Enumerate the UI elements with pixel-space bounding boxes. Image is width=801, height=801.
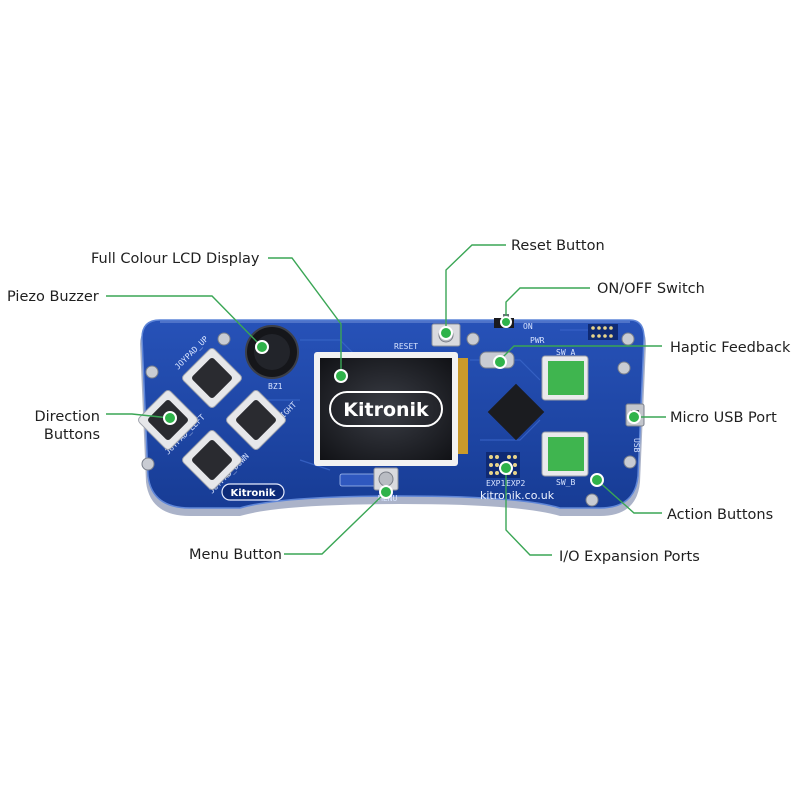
- action-buttons[interactable]: [541, 355, 589, 477]
- silk-usb: USB: [632, 438, 641, 453]
- menu-button[interactable]: [339, 467, 399, 491]
- leader-action: [596, 479, 662, 514]
- label-piezo-buzzer: Piezo Buzzer: [7, 289, 99, 305]
- dpad-right[interactable]: [225, 389, 287, 451]
- silk-exp1: EXP1: [486, 479, 505, 488]
- brand-logo: Kitronik: [221, 483, 285, 501]
- label-reset-button: Reset Button: [511, 238, 605, 254]
- marker-onoff: [500, 316, 512, 328]
- lcd-brand-text: Kitronik: [343, 399, 429, 421]
- dpad-up[interactable]: [181, 347, 243, 409]
- marker-io: [499, 461, 513, 475]
- marker-lcd: [334, 369, 348, 383]
- leader-menu: [284, 491, 387, 555]
- board-website: kitronik.co.uk: [480, 489, 555, 502]
- haptic-feedback-header: [588, 324, 618, 340]
- label-onoff-switch: ON/OFF Switch: [597, 281, 705, 297]
- label-action-buttons: Action Buttons: [667, 507, 773, 523]
- marker-direction: [163, 411, 177, 425]
- leader-io: [505, 468, 552, 556]
- piezo-buzzer: [245, 325, 299, 379]
- marker-usb: [627, 410, 641, 424]
- marker-haptic: [493, 355, 507, 369]
- silk-reset: RESET: [394, 342, 418, 351]
- marker-action: [590, 473, 604, 487]
- callout-labels: Full Colour LCD Display Piezo Buzzer Dir…: [7, 238, 791, 565]
- silk-pwr: PWR: [530, 336, 545, 345]
- label-menu-button: Menu Button: [189, 547, 282, 563]
- silk-sw-b: SW_B: [556, 478, 575, 487]
- lcd-display: Kitronik: [314, 352, 468, 466]
- leader-direction: [106, 413, 171, 419]
- callout-markers: [163, 316, 641, 499]
- label-io-expansion: I/O Expansion Ports: [559, 549, 700, 565]
- silk-on: ON: [523, 322, 533, 331]
- marker-menu: [379, 485, 393, 499]
- silk-exp2: EXP2: [506, 479, 525, 488]
- label-micro-usb: Micro USB Port: [670, 410, 777, 426]
- label-direction-line2: Buttons: [44, 427, 100, 443]
- pcb-board: RESET SW_A SW_B PWR ON USB BZ1 JOYPAD_UP…: [138, 314, 646, 516]
- label-direction-line1: Direction: [34, 409, 100, 425]
- leader-onoff: [505, 287, 590, 322]
- dpad-down[interactable]: [181, 429, 243, 491]
- marker-piezo: [255, 340, 269, 354]
- leader-haptic: [499, 345, 662, 361]
- leader-reset: [445, 244, 506, 333]
- silk-buzzer: BZ1: [268, 382, 283, 391]
- silk-sw-a: SW_A: [556, 348, 575, 357]
- leader-piezo: [106, 295, 263, 348]
- leader-lcd: [268, 257, 342, 376]
- action-button-a[interactable]: [541, 355, 589, 401]
- action-button-b[interactable]: [541, 431, 589, 477]
- brand-logo-text: Kitronik: [231, 488, 276, 499]
- marker-reset: [439, 326, 453, 340]
- leader-lines: [106, 244, 666, 556]
- label-lcd-display: Full Colour LCD Display: [91, 251, 260, 267]
- label-haptic-feedback: Haptic Feedback: [670, 340, 791, 356]
